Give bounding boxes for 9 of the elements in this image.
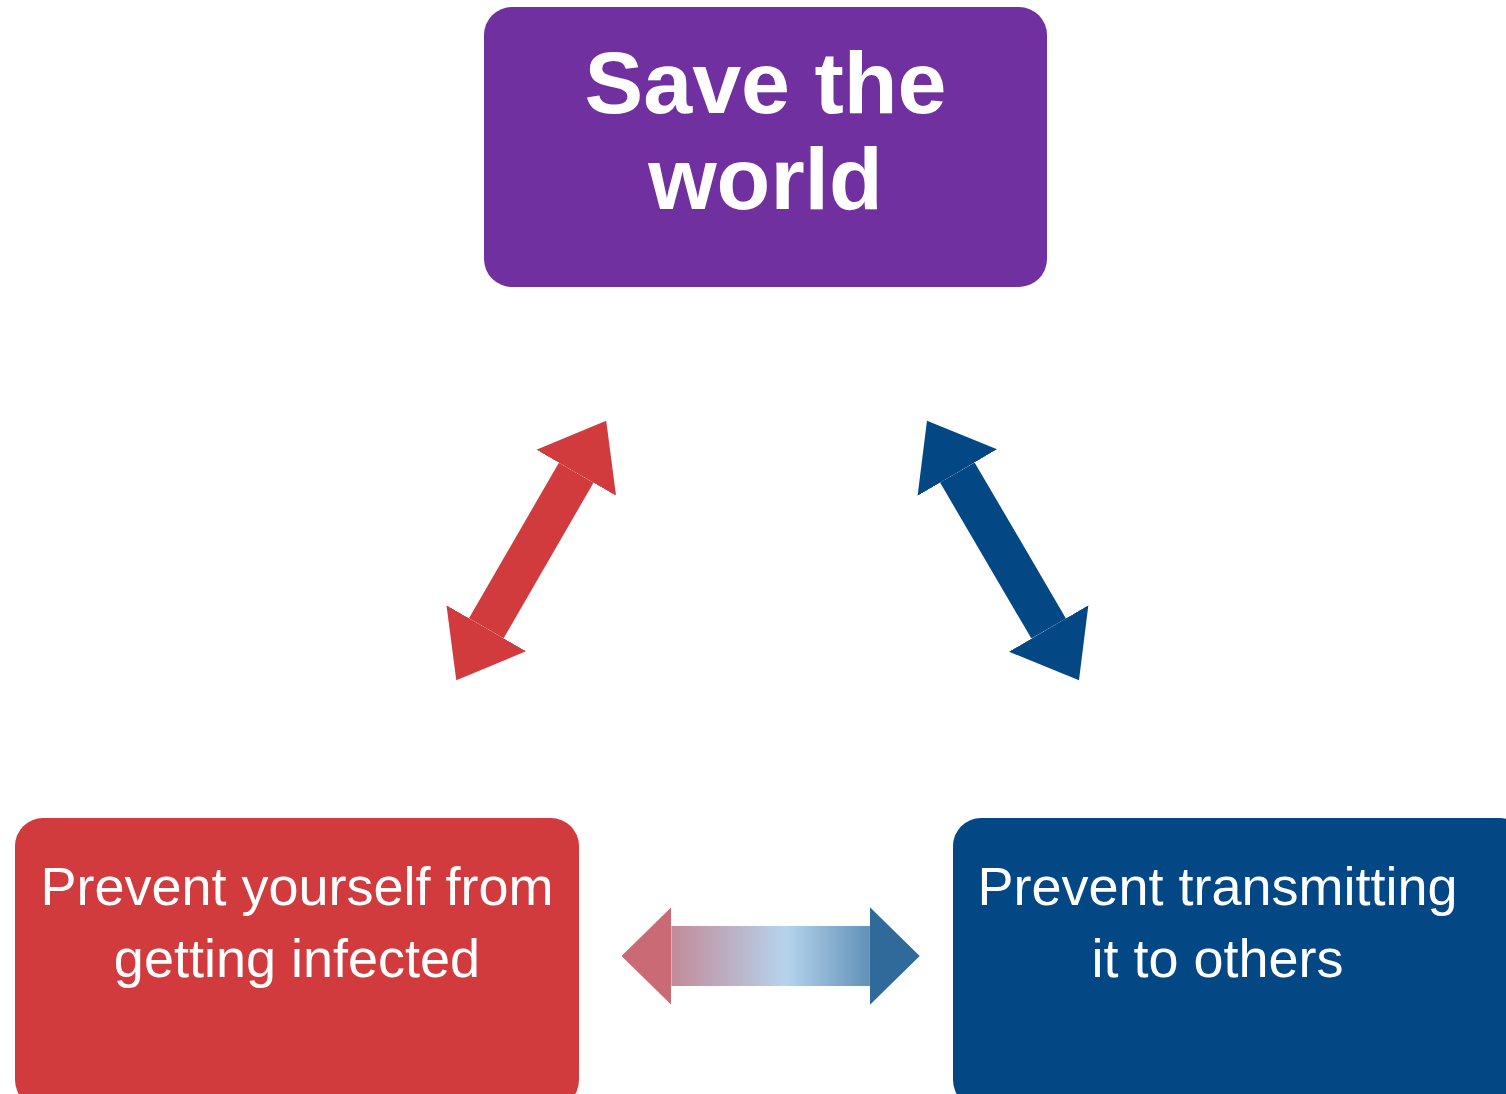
double-arrow bbox=[621, 907, 920, 1005]
box-label: Prevent transmitting it to others bbox=[976, 855, 1459, 990]
double-arrow bbox=[917, 420, 1089, 681]
box-label: Save the world bbox=[583, 35, 948, 227]
rounded-box bbox=[15, 818, 579, 1094]
rounded-box bbox=[484, 7, 1047, 287]
double-arrow bbox=[446, 420, 617, 681]
rounded-box bbox=[953, 818, 1506, 1094]
box-label: Prevent yourself from getting infected bbox=[39, 855, 555, 990]
